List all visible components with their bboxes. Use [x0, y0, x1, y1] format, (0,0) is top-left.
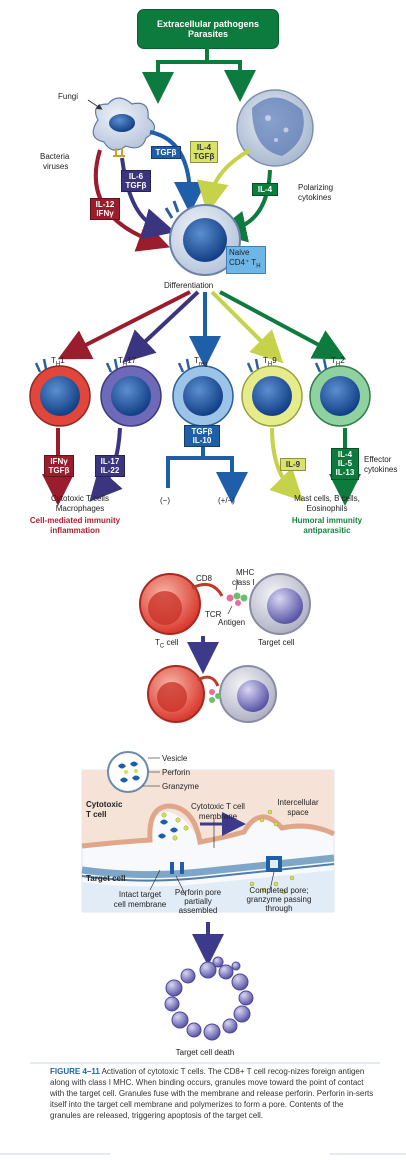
- vesicle-label: Vesicle: [162, 754, 188, 763]
- granzyme-label: Granzyme: [162, 782, 199, 791]
- differentiation-label: Differentiation: [164, 281, 214, 290]
- outcome-macrophages: Macrophages: [55, 504, 105, 513]
- ifng-text: IFNγ: [96, 209, 114, 219]
- cd4-text: CD4⁺ T: [229, 258, 257, 267]
- mhc-label-2: class I: [232, 578, 255, 587]
- cytotoxic-label-1: Cytotoxic: [86, 800, 123, 809]
- cytotoxic-label-2: T cell: [86, 810, 107, 819]
- figure-caption-text: Activation of cytotoxic T cells. The CD8…: [50, 1067, 374, 1120]
- membrane-label-2: membrane: [198, 812, 238, 821]
- naive-text: Naive: [229, 248, 250, 257]
- figure-caption: FIGURE 4–11 Activation of cytotoxic T ce…: [50, 1066, 375, 1121]
- extracellular-pathogens-box: Extracellular pathogens Parasites: [137, 9, 279, 49]
- bacteria-label: Bacteria: [40, 152, 70, 161]
- polarizing-label-2: cytokines: [298, 193, 332, 202]
- tgfb-box: TGFβ: [151, 146, 181, 160]
- partial-pore-label-1: Perforin pore: [174, 888, 222, 897]
- cell-mediated-label-1: Cell-mediated immunity: [29, 516, 121, 525]
- il12-ifng-box: IL-12 IFNγ: [90, 198, 120, 221]
- outcome-eosinophils: Eosinophils: [306, 504, 348, 513]
- intercellular-label-1: Intercellular: [277, 798, 319, 807]
- il4-tgfb-text: TGFβ: [193, 152, 215, 162]
- cell-mediated-label-2: inflammation: [50, 526, 100, 535]
- completed-pore-label-3: through: [265, 904, 293, 913]
- effector-label-2: cytokines: [364, 465, 398, 474]
- il4-text: IL-4: [196, 143, 212, 152]
- il6-tgfb-box: IL-6 TGFβ: [121, 170, 151, 193]
- effector-label-1: Effector: [364, 455, 392, 464]
- tcr-label: TCR: [205, 610, 222, 619]
- th1-label: TH1: [51, 356, 65, 368]
- th17-label: TH17: [118, 356, 137, 368]
- il12-text: IL-12: [95, 200, 115, 209]
- il4-green-text: IL-4: [257, 185, 273, 194]
- th2-label: TH2: [331, 356, 345, 368]
- treg-label: Treg: [194, 356, 208, 368]
- il4-tgfb-box: IL-4 TGFβ: [190, 141, 218, 164]
- humoral-label-1: Humoral immunity: [291, 516, 363, 525]
- target-cell-panel-label: Target cell: [86, 874, 126, 883]
- outcome-mast-cells: Mast cells, B cells,: [294, 494, 360, 503]
- naive-cd4-label: Naive CD4⁺ TH: [226, 246, 266, 274]
- partial-pore-label-3: assembled: [178, 906, 218, 915]
- target-cell-label: Target cell: [258, 638, 295, 647]
- tgfb-single-text: TGFβ: [155, 148, 177, 157]
- top-box-line1: Extracellular pathogens: [156, 19, 260, 29]
- outcome-plus-minus: (+/−): [218, 496, 235, 505]
- th9-cytokines-box: IL-9: [280, 458, 306, 472]
- outcome-cytotoxic: Cytotoxic T cells: [51, 494, 109, 503]
- th9-label: TH9: [263, 356, 277, 368]
- membrane-label-1: Cytotoxic T cell: [191, 802, 245, 811]
- mhc-label-1: MHC: [236, 568, 255, 577]
- antigen-label: Antigen: [218, 618, 246, 627]
- partial-pore-label-2: partially: [184, 897, 212, 906]
- target-cell-death-label: Target cell death: [175, 1048, 235, 1057]
- humoral-label-2: antiparasitic: [303, 526, 351, 535]
- perforin-label: Perforin: [162, 768, 191, 777]
- il6-text: IL-6: [128, 172, 144, 181]
- completed-pore-label-1: Completed pore;: [249, 886, 309, 895]
- tc-cell-label: TC cell: [155, 638, 179, 650]
- tgfb-text: TGFβ: [125, 181, 147, 191]
- outcome-minus: (−): [160, 496, 170, 505]
- figure-number: FIGURE 4–11: [50, 1067, 100, 1076]
- viruses-label: viruses: [43, 162, 69, 171]
- completed-pore-label-2: granzyme passing: [246, 895, 312, 904]
- fungi-label: Fungi: [58, 92, 79, 101]
- top-box-line2: Parasites: [187, 29, 229, 39]
- cd4-subscript: H: [256, 263, 261, 270]
- polarizing-label-1: Polarizing: [298, 183, 334, 192]
- intact-membrane-label-2: cell membrane: [113, 900, 167, 909]
- intercellular-label-2: space: [287, 808, 309, 817]
- cd8-label: CD8: [196, 574, 213, 583]
- intact-membrane-label-1: Intact target: [118, 890, 162, 899]
- il4-green-box: IL-4: [252, 183, 278, 197]
